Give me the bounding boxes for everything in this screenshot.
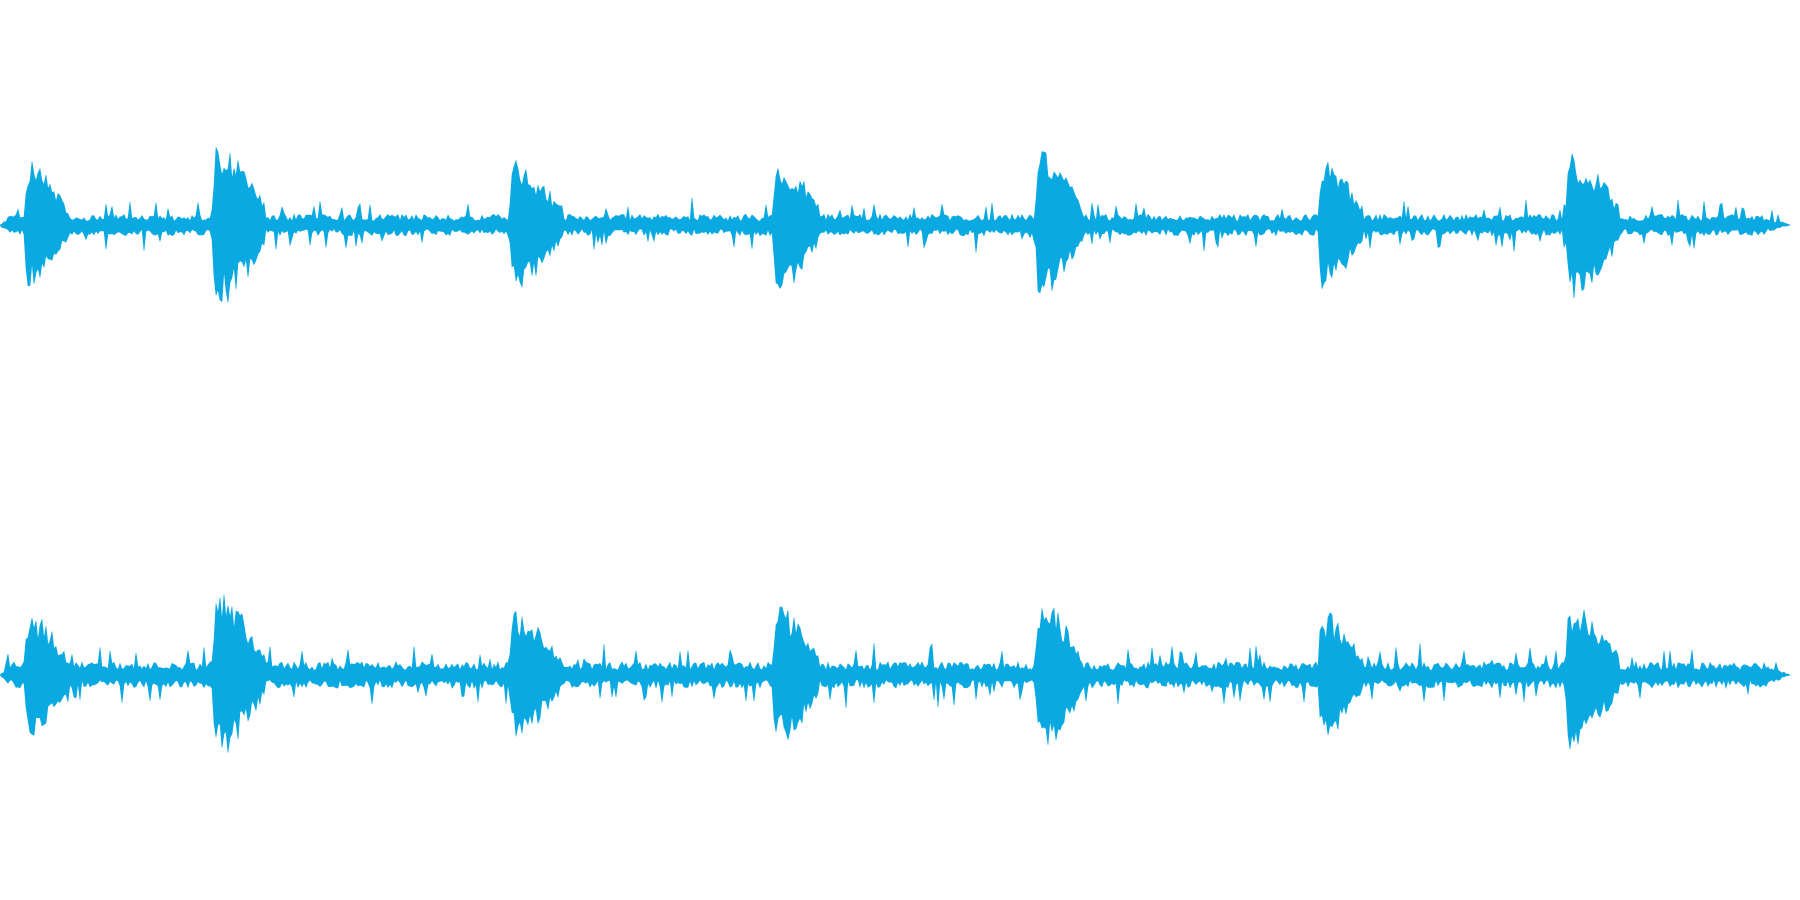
channel-2-waveform[interactable] xyxy=(0,525,1800,825)
channel-2-svg xyxy=(0,594,1791,753)
channel-1-envelope xyxy=(0,147,1791,303)
channel-2-envelope xyxy=(0,594,1791,753)
channel-1-svg xyxy=(0,147,1791,303)
channel-1-waveform[interactable] xyxy=(0,75,1800,375)
